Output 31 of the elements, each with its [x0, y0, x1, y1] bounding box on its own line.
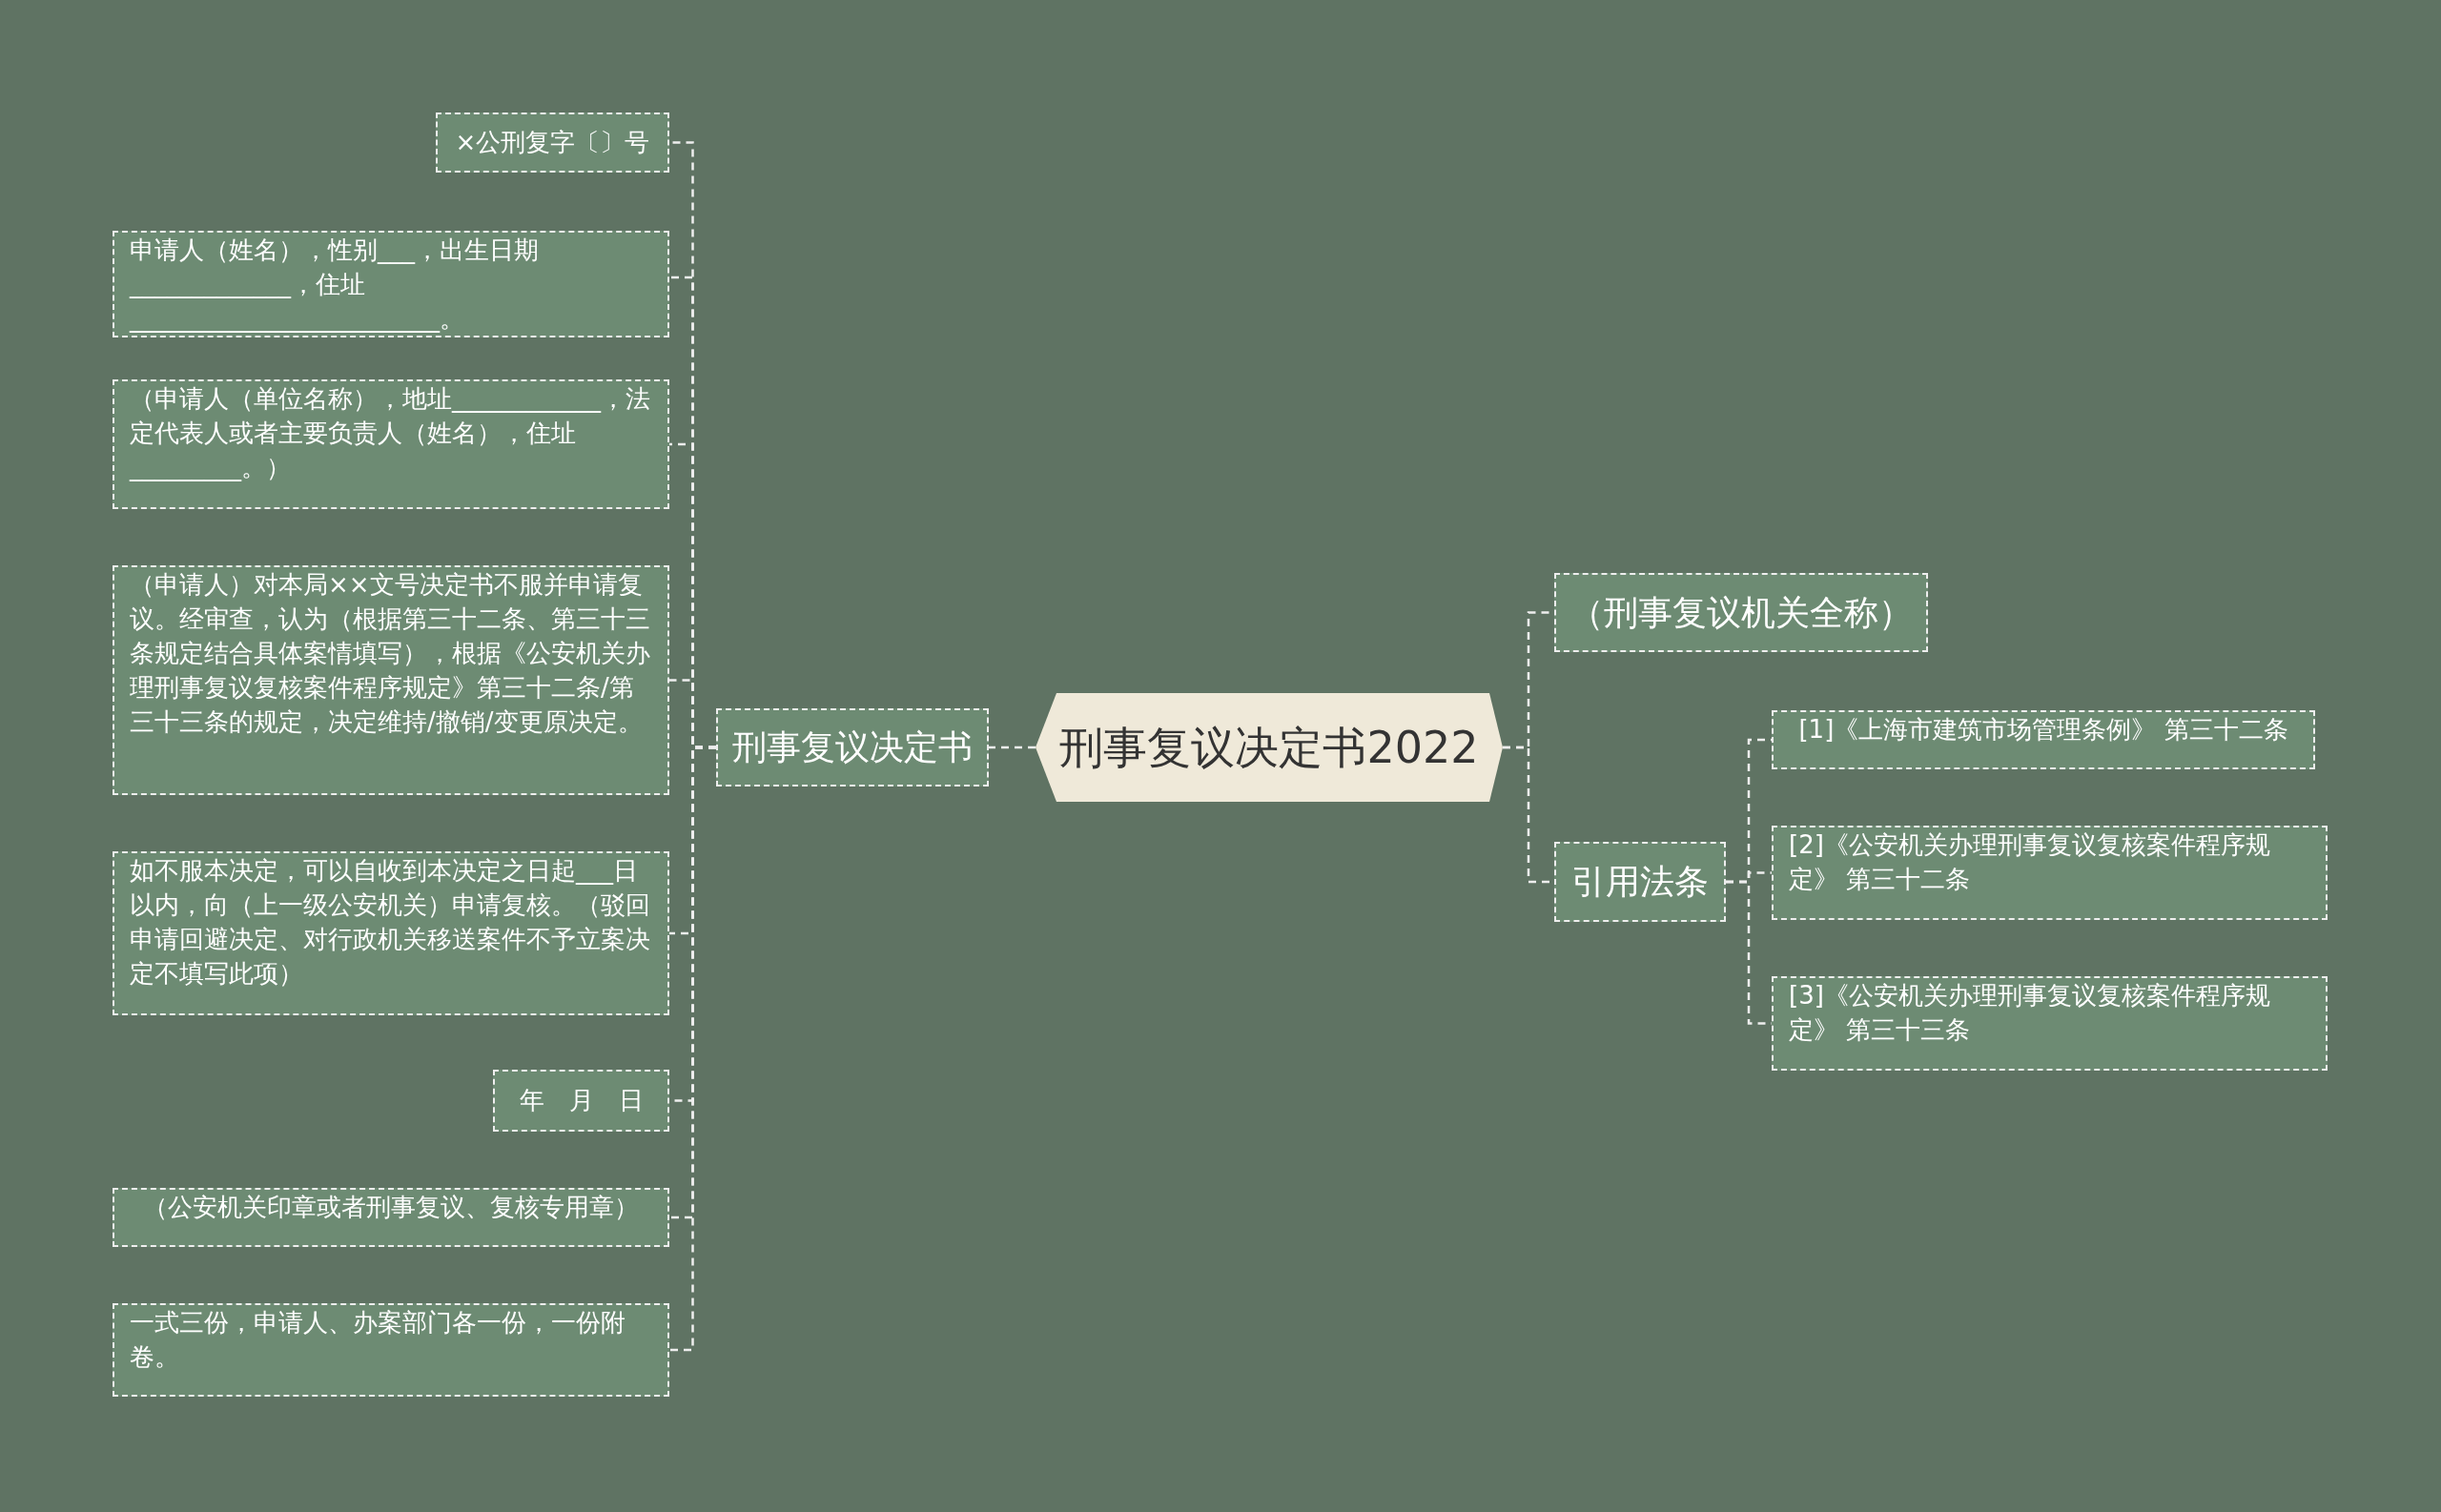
topic-box: [493, 1070, 669, 1132]
node-text: [1]《上海市建筑市场管理条例》 第三十二条: [1798, 714, 2288, 746]
topic-box: [716, 708, 989, 787]
node-text: [2]《公安机关办理刑事复议复核案件程序规定》 第三十二条: [1789, 829, 2271, 895]
node-text: 引用法条: [1571, 861, 1709, 903]
topic-box: [1554, 573, 1928, 652]
node-text: 一式三份，申请人、办案部门各一份，一份附卷。: [130, 1307, 626, 1373]
node-text: 年 月 日: [519, 1085, 644, 1116]
topic-box: [113, 851, 669, 1015]
node-text: 刑事复议决定书2022: [1059, 720, 1479, 775]
node-text: （申请人）对本局××文号决定书不服并申请复议。经审查，认为（根据第三十二条、第三十三条规定结合具体案情填写），根据《公安机关办理刑事复议复核案件程序规定》第三十二条/第三十三条的规定，决定维持/撤销/变更原决定。: [130, 569, 651, 738]
node-text: 刑事复议决定书: [732, 726, 973, 768]
connector-line: [989, 746, 1036, 749]
topic-box: [113, 1188, 669, 1247]
node-text: 如不服本决定，可以自收到本决定之日起___日以内，向（上一级公安机关）申请复核。（驳回申请回避决定、对行政机关移送案件不予立案决定不填写此项）: [130, 855, 651, 990]
topic-box: [1554, 842, 1726, 922]
topic-box: [1772, 976, 2328, 1071]
topic-box: [113, 379, 669, 509]
node-text: （刑事复议机关全称）: [1569, 591, 1913, 634]
topic-box: [1772, 710, 2315, 769]
topic-box: [1772, 826, 2328, 920]
topic-box: [113, 1303, 669, 1397]
node-text: （申请人（单位名称），地址____________，法定代表人或者主要负责人（姓名），住址_________。）: [130, 383, 651, 483]
topic-box: [113, 231, 669, 337]
node-text: （公安机关印章或者刑事复议、复核专用章）: [143, 1192, 639, 1223]
node-text: 申请人（姓名），性别___，出生日期_____________，住址_________________________。: [130, 235, 540, 335]
topic-box: [1036, 693, 1503, 802]
topic-box: [113, 565, 669, 795]
topic-box: [436, 112, 669, 173]
node-text: [3]《公安机关办理刑事复议复核案件程序规定》 第三十三条: [1789, 980, 2271, 1046]
node-text: ×公刑复字〔〕号: [455, 127, 650, 158]
